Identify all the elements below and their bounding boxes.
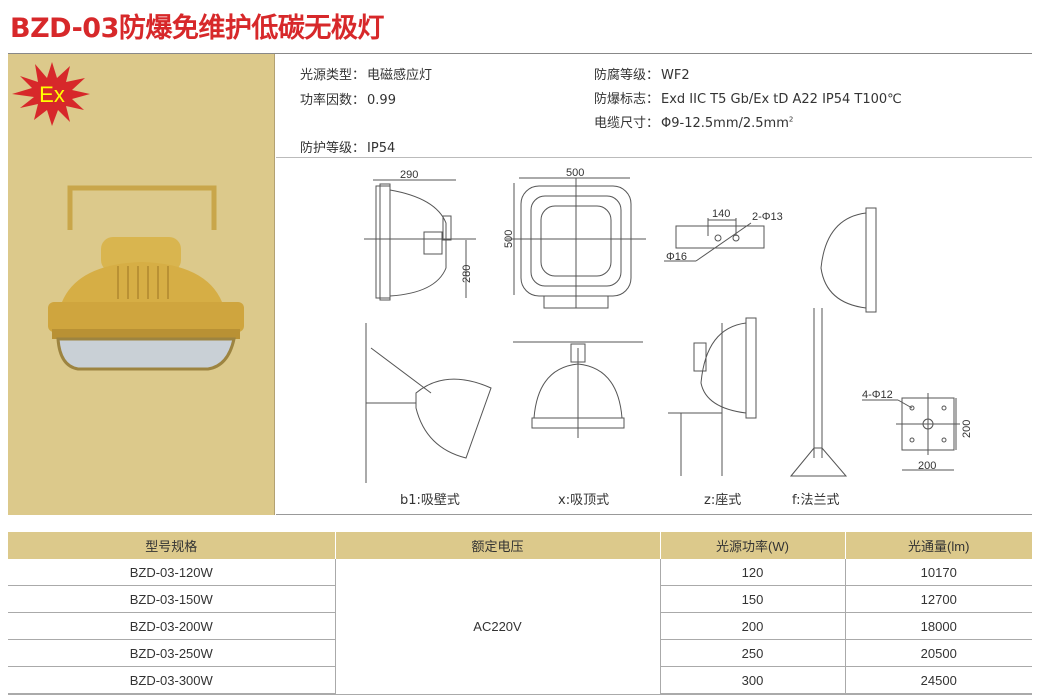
page-title: BZD-03防爆免维护低碳无极灯 [10, 13, 384, 44]
cell-voltage: AC220V [334, 559, 660, 695]
divider [8, 53, 1032, 54]
cell-flux: 12700 [844, 585, 1032, 613]
caption-wall-mount: b1:吸壁式 [400, 493, 460, 508]
spec-label: 防腐等级： [594, 68, 660, 83]
product-photo-panel: Ex [8, 54, 275, 515]
spec-value: Exd IIC T5 Gb/Ex tD A22 IP54 T100℃ [661, 92, 902, 107]
dim-side-height: 280 [461, 265, 473, 283]
flange-mount-drawing [789, 207, 877, 477]
dim-bracket-holes: 2-Φ13 [752, 211, 783, 223]
header-flux: 光通量(lm) [844, 532, 1032, 559]
dim-front-width: 500 [566, 167, 584, 179]
divider [276, 514, 1032, 515]
caption-flange-mount: f:法兰式 [792, 493, 840, 508]
header-power: 光源功率(W) [659, 532, 845, 559]
cell-model: BZD-03-200W [8, 612, 335, 640]
ex-badge: Ex [12, 62, 90, 126]
cell-power: 200 [659, 612, 845, 640]
spec-value: 电磁感应灯 [367, 68, 433, 83]
spec-protection: 防护等级：IP54 [300, 137, 395, 156]
table-row: BZD-03-120W AC220V 120 10170 [8, 559, 1032, 695]
spec-info: 光源类型：电磁感应灯 功率因数：0.99 防护等级：IP54 防腐等级：WF2 … [276, 54, 1032, 157]
spec-label: 光源类型： [300, 68, 366, 83]
divider [276, 157, 1032, 158]
caption-seat-mount: z:座式 [704, 493, 742, 508]
cell-power: 120 [659, 559, 845, 586]
dim-flange-holes: 4-Φ12 [862, 389, 893, 401]
dim-flange-w: 200 [918, 460, 936, 472]
header-voltage: 额定电压 [334, 532, 660, 559]
spec-label: 功率因数： [300, 93, 366, 108]
flange-plate-drawing: 200 200 4-Φ12 [862, 389, 973, 472]
dimension-drawings: 290 280 500 500 140 2-Φ13 [276, 158, 1032, 514]
table-header-row: 型号规格 额定电压 光源功率(W) 光通量(lm) [8, 532, 1032, 559]
ceiling-mount-drawing [513, 341, 643, 438]
spec-label: 防护等级： [300, 141, 366, 156]
table-row: BZD-03-200W 200 18000 [8, 612, 1032, 640]
bracket-drawing: 140 2-Φ13 Φ16 [664, 208, 783, 263]
spec-value: 0.99 [367, 93, 396, 108]
wall-mount-drawing [365, 323, 492, 483]
product-photo: Ex [12, 62, 244, 371]
front-view-drawing: 500 500 [503, 167, 646, 309]
cell-model: BZD-03-120W [8, 559, 335, 586]
dim-bracket-spacing: 140 [712, 208, 730, 220]
cell-power: 150 [659, 585, 845, 613]
spec-value: WF2 [661, 68, 690, 83]
cell-flux: 24500 [844, 666, 1032, 695]
table-row: BZD-03-300W 300 24500 [8, 666, 1032, 695]
cell-model: BZD-03-250W [8, 639, 335, 667]
spec-sup: 2 [788, 115, 794, 124]
dim-side-width: 290 [400, 169, 418, 181]
seat-mount-drawing [668, 317, 757, 476]
spec-explosion-mark: 防爆标志：Exd IIC T5 Gb/Ex tD A22 IP54 T100℃ [594, 88, 902, 107]
cell-flux: 18000 [844, 612, 1032, 640]
spec-anticorrosion: 防腐等级：WF2 [594, 64, 690, 83]
spec-power-factor: 功率因数：0.99 [300, 89, 396, 108]
table-row: BZD-03-150W 150 12700 [8, 585, 1032, 613]
cell-model: BZD-03-300W [8, 666, 335, 695]
spec-label: 电缆尺寸： [594, 116, 660, 131]
dim-flange-h: 200 [961, 420, 973, 438]
spec-table: 型号规格 额定电压 光源功率(W) 光通量(lm) BZD-03-120W AC… [8, 532, 1032, 695]
ex-badge-text: Ex [39, 82, 65, 107]
side-view-drawing: 290 280 [364, 169, 476, 301]
cell-flux: 20500 [844, 639, 1032, 667]
header-model: 型号规格 [8, 532, 335, 559]
cell-power: 250 [659, 639, 845, 667]
table-row: BZD-03-250W 250 20500 [8, 639, 1032, 667]
dim-bracket-center: Φ16 [666, 251, 687, 263]
caption-ceiling-mount: x:吸顶式 [558, 493, 610, 508]
spec-value: IP54 [367, 141, 396, 156]
spec-label: 防爆标志： [594, 92, 660, 107]
cell-power: 300 [659, 666, 845, 695]
lamp-image [48, 185, 244, 371]
spec-value: Φ9-12.5mm/2.5mm [661, 116, 789, 131]
cell-flux: 10170 [844, 559, 1032, 586]
spec-cable-size: 电缆尺寸：Φ9-12.5mm/2.5mm2 [594, 112, 793, 131]
cell-model: BZD-03-150W [8, 585, 335, 613]
spec-light-source: 光源类型：电磁感应灯 [300, 64, 432, 83]
